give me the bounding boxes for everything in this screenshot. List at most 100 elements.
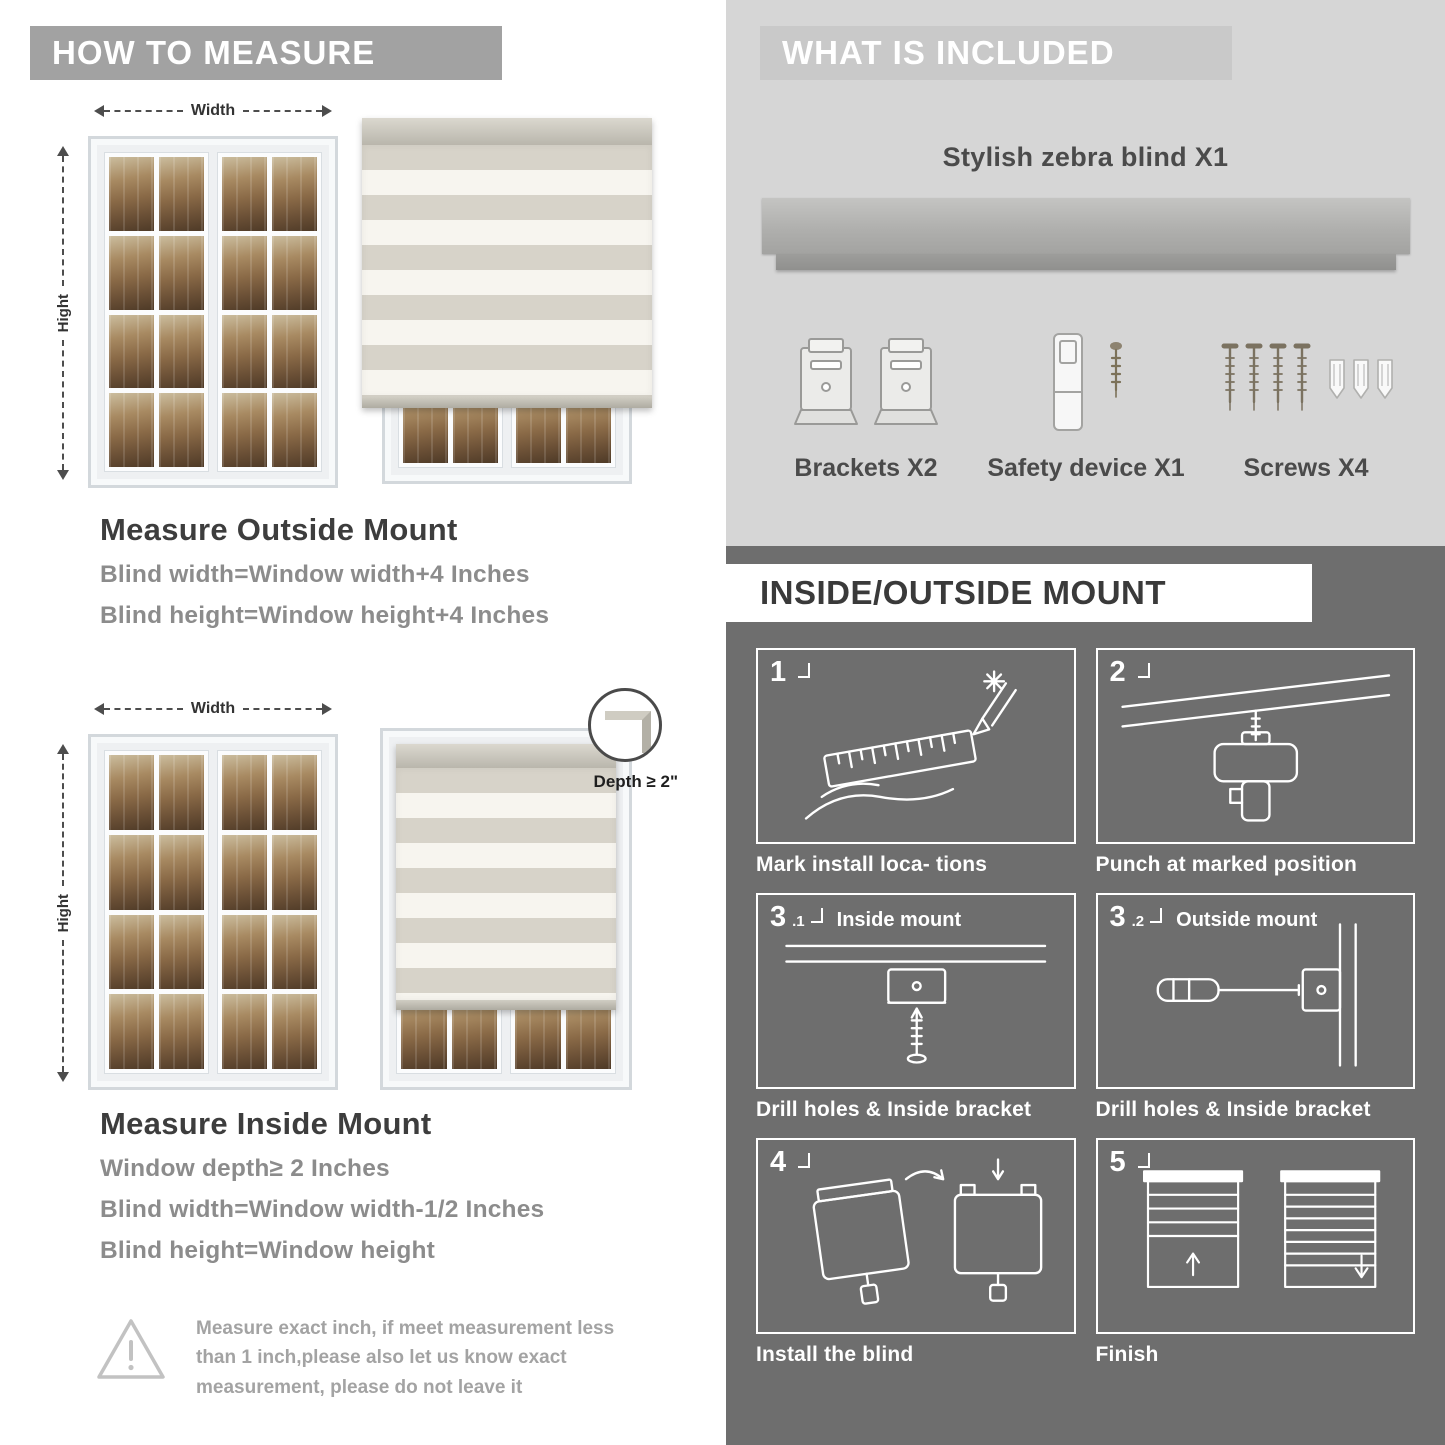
bracket-icon	[794, 338, 858, 425]
what-is-included-title: WHAT IS INCLUDED	[782, 34, 1115, 71]
window-pane	[222, 314, 267, 389]
outside-mount-line-2: Blind height=Window height+4 Inches	[100, 602, 550, 629]
blind-cassette	[362, 118, 652, 145]
inside-bracket-illustration	[785, 944, 1047, 1064]
blind-cassette	[396, 744, 616, 768]
step-panel: 1	[756, 648, 1076, 844]
window-sash	[104, 152, 209, 472]
corner-mark-icon	[798, 663, 811, 678]
width-label: Width	[190, 700, 236, 717]
window-pane	[109, 755, 154, 830]
mount-header-title: INSIDE/OUTSIDE MOUNT	[760, 574, 1167, 611]
step-panel: 4	[756, 1138, 1076, 1334]
window-pane	[159, 755, 204, 830]
blind-stripes	[396, 768, 616, 1000]
step-label: Outside mount	[1176, 909, 1318, 931]
corner-mark-icon	[810, 908, 823, 923]
mount-instructions-section: INSIDE/OUTSIDE MOUNT 1	[726, 546, 1445, 1445]
window-pane	[222, 914, 267, 990]
arrow-left-icon	[88, 703, 104, 715]
window-sash	[104, 750, 209, 1074]
window-pane	[109, 157, 154, 231]
step-number: 4	[770, 1146, 787, 1178]
width-measure-arrow-2: Width	[88, 700, 338, 718]
window-illustration-inside	[88, 734, 338, 1090]
step-label: Inside mount	[836, 909, 962, 931]
step-number: 2	[1109, 656, 1126, 688]
safety-device-item: Safety device X1	[976, 322, 1196, 483]
step-panel: 2	[1095, 648, 1415, 844]
window-pane	[159, 393, 204, 467]
window-pane	[272, 834, 317, 910]
window-pane	[272, 994, 317, 1069]
window-pane	[159, 157, 204, 231]
window-pane	[109, 914, 154, 990]
zebra-blind	[396, 744, 616, 1010]
depth-zoom-circle	[588, 688, 662, 762]
safety-device-label: Safety device X1	[987, 454, 1185, 482]
screws-item: Screws X4	[1196, 322, 1416, 483]
hardware-row: Brackets X2	[756, 322, 1416, 483]
width-measure-arrow: Width	[88, 102, 338, 120]
window-pane	[109, 235, 154, 310]
anchors-icon	[1329, 359, 1393, 399]
window-pane	[222, 755, 267, 830]
window-pane	[272, 157, 317, 231]
zebra-blind-inside-illustration: Depth ≥ 2"	[380, 688, 678, 1090]
corner-mark-icon	[798, 1153, 811, 1168]
window-pane	[109, 994, 154, 1069]
step-panel: 3.2 Outside mount	[1095, 893, 1415, 1089]
safety-device-icon	[1053, 333, 1122, 431]
window-pane	[159, 994, 204, 1069]
window-pane	[272, 755, 317, 830]
window-pane	[272, 914, 317, 990]
what-is-included-header: WHAT IS INCLUDED	[760, 26, 1232, 80]
window-illustration-outside	[88, 136, 338, 488]
brackets-label: Brackets X2	[794, 454, 938, 482]
window-pane	[159, 314, 204, 389]
window-sash	[217, 750, 322, 1074]
install-step-3-2: 3.2 Outside mount	[1095, 893, 1415, 1122]
how-to-measure-header: HOW TO MEASURE	[30, 26, 502, 80]
height-measure-arrow: Hight	[54, 140, 72, 486]
height-label: Hight	[54, 293, 72, 333]
window-pane	[222, 235, 267, 310]
step-number: 5	[1109, 1146, 1126, 1178]
inside-mount-instructions: Measure Inside Mount Window depth≥ 2 Inc…	[100, 1106, 544, 1265]
screws-label: Screws X4	[1243, 454, 1369, 482]
install-step-2: 2	[1095, 648, 1415, 877]
arrow-up-icon	[57, 738, 69, 754]
arrow-right-icon	[322, 105, 338, 117]
step-caption: Install the blind	[756, 1343, 914, 1366]
step-caption: Mark install loca- tions	[756, 853, 988, 876]
arrow-down-icon	[57, 1072, 69, 1088]
corner-mark-icon	[1137, 1153, 1150, 1168]
zebra-blind-product-image	[762, 198, 1410, 270]
window-pane	[272, 393, 317, 467]
brackets-item: Brackets X2	[756, 322, 976, 483]
how-to-measure-title: HOW TO MEASURE	[52, 34, 376, 71]
mount-header: INSIDE/OUTSIDE MOUNT	[726, 564, 1312, 622]
arrow-up-icon	[57, 140, 69, 156]
step-panel: 5	[1095, 1138, 1415, 1334]
width-label: Width	[190, 102, 236, 119]
step-caption: Drill holes & Inside bracket	[1095, 1098, 1371, 1121]
window-pane	[159, 914, 204, 990]
finish-illustration	[1142, 1170, 1380, 1289]
inside-mount-title: Measure Inside Mount	[100, 1106, 432, 1141]
window-pane	[222, 834, 267, 910]
step-panel: 3.1 Inside mount	[756, 893, 1076, 1089]
window-pane	[109, 834, 154, 910]
outside-mount-title: Measure Outside Mount	[100, 512, 458, 547]
measurement-warning: Measure exact inch, if meet measurement …	[92, 1314, 657, 1402]
height-label: Hight	[54, 893, 72, 933]
window-corner-detail	[605, 711, 651, 753]
drill-illustration	[1120, 674, 1390, 822]
step-number: 1	[770, 656, 787, 688]
install-step-3-1: 3.1 Inside mount	[756, 893, 1076, 1122]
height-measure-arrow-2: Hight	[54, 738, 72, 1088]
install-step-5: 5	[1095, 1138, 1415, 1367]
window-sash	[217, 152, 322, 472]
outside-bracket-illustration	[1156, 923, 1357, 1067]
what-is-included-section: WHAT IS INCLUDED Stylish zebra blind X1	[726, 0, 1445, 546]
